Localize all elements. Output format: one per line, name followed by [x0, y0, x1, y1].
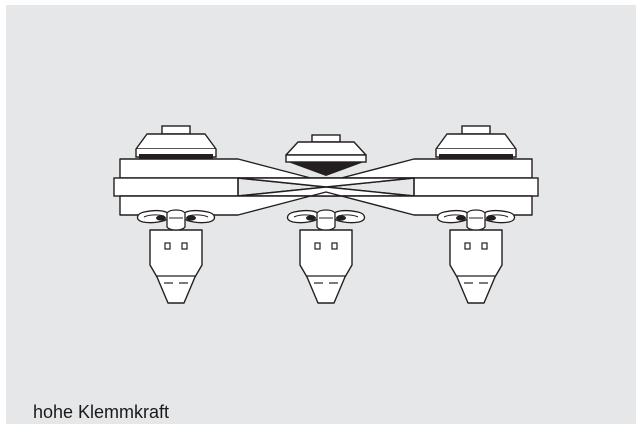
rivet-head-left: [135, 125, 217, 159]
rivet-head-center: [285, 134, 367, 163]
rivet-center: [287, 210, 364, 303]
figure-panel: hohe Klemmkraft: [6, 5, 636, 424]
rivet-right: [437, 210, 514, 303]
figure-caption: hohe Klemmkraft: [33, 402, 170, 422]
rivet-left: [137, 210, 214, 303]
middle-panel-left: [113, 177, 239, 197]
center-wedge: [288, 162, 364, 176]
clamping-illustration: [113, 125, 539, 424]
middle-panel-right: [413, 177, 539, 197]
rivet-head-right: [435, 125, 517, 159]
